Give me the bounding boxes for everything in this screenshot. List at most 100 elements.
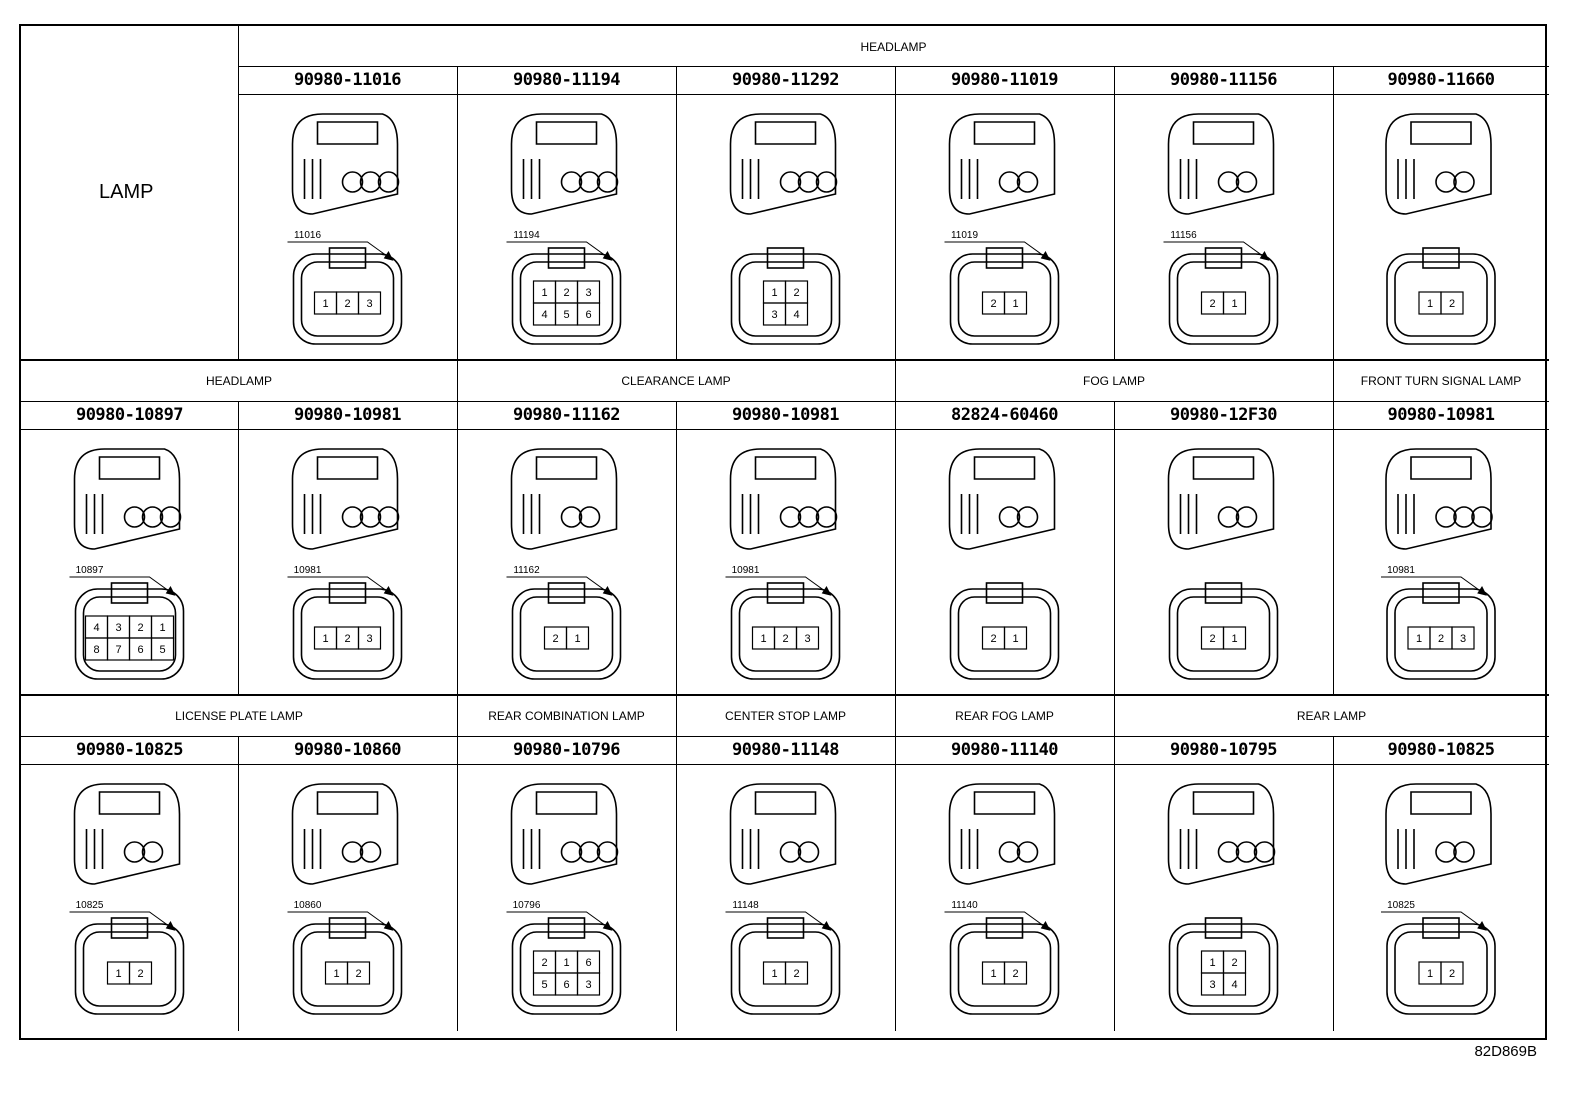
connector-code: 10897 — [76, 565, 104, 576]
pin-number: 2 — [1449, 298, 1455, 310]
pin-number: 2 — [793, 287, 799, 299]
face-outline — [292, 923, 403, 1015]
face-outline — [1386, 923, 1496, 1015]
section-label: HEADLAMP — [205, 374, 273, 388]
part-number-cell: 90980-11019 — [895, 66, 1114, 94]
connector-body — [1385, 113, 1492, 215]
part-number: 90980-12F30 — [1169, 405, 1278, 425]
connector-body — [510, 783, 619, 885]
connector-body — [291, 448, 400, 550]
latch — [98, 791, 161, 815]
section-label: CENTER STOP LAMP — [725, 709, 846, 723]
part-number: 90980-11019 — [950, 70, 1059, 90]
connector-code: 10981 — [732, 565, 760, 576]
grid-line — [1333, 66, 1334, 361]
cavity — [1453, 506, 1475, 528]
housing-outline — [1385, 113, 1492, 215]
section-label: FRONT TURN SIGNAL LAMP — [1360, 374, 1522, 388]
pin-number: 2 — [344, 633, 350, 645]
grid-line — [238, 66, 1549, 67]
housing-outline — [291, 448, 399, 550]
housing-outline — [1385, 783, 1492, 885]
face-inner — [300, 931, 395, 1007]
face-outline — [511, 253, 622, 345]
pin-number: 2 — [782, 633, 788, 645]
cavity — [779, 506, 802, 528]
part-number: 90980-10981 — [293, 405, 402, 425]
pin-number: 1 — [159, 622, 165, 634]
grid-line — [895, 696, 896, 736]
cavity — [1235, 171, 1258, 193]
face-outline — [511, 923, 622, 1015]
section-label: LICENSE PLATE LAMP — [175, 709, 303, 723]
face-latch — [766, 247, 805, 269]
part-number: 90980-10795 — [1169, 740, 1278, 760]
face-latch — [110, 917, 149, 939]
pin-number: 3 — [115, 622, 121, 634]
connector-code: 10981 — [294, 565, 322, 576]
part-number-cell: 90980-12F30 — [1114, 401, 1333, 429]
section-header: CLEARANCE LAMP — [457, 361, 895, 401]
face-latch — [1204, 582, 1243, 604]
part-number-cell: 90980-10981 — [238, 401, 457, 429]
pin-number: 6 — [563, 979, 569, 991]
latch — [1192, 791, 1255, 815]
grid-line — [238, 736, 239, 1031]
part-number: 90980-10981 — [731, 405, 840, 425]
cavity — [578, 171, 601, 193]
housing-outline — [291, 783, 399, 885]
grid-line — [238, 94, 1549, 95]
connector-body — [948, 113, 1056, 215]
pin-cavity — [1222, 291, 1247, 315]
face-latch — [985, 917, 1024, 939]
pin-number: 2 — [1209, 298, 1215, 310]
connector-code: 11140 — [951, 900, 978, 911]
face-outline — [730, 588, 841, 680]
housing-outline — [1167, 783, 1275, 885]
pin-number: 2 — [355, 968, 361, 980]
connector-body — [948, 448, 1056, 550]
grid-line — [457, 736, 458, 1031]
section-header: FOG LAMP — [895, 361, 1333, 401]
latch — [98, 456, 161, 480]
pin-number: 3 — [366, 633, 372, 645]
pin-number: 6 — [137, 644, 143, 656]
face-inner — [1176, 261, 1271, 337]
latch — [1192, 456, 1255, 480]
connector-body — [729, 113, 838, 215]
cavity — [1235, 841, 1258, 863]
latch — [1410, 456, 1472, 480]
connector-body — [291, 783, 399, 885]
pin-cavity — [346, 961, 371, 985]
pin-number: 2 — [990, 633, 996, 645]
grid-line — [457, 696, 458, 736]
face-latch — [328, 247, 367, 269]
pin-cavity — [576, 972, 601, 996]
part-number: 82824-60460 — [950, 405, 1059, 425]
housing-outline — [291, 113, 399, 215]
cavity — [578, 506, 601, 528]
pin-number: 3 — [585, 979, 591, 991]
corner-cell: LAMP — [21, 26, 238, 361]
cavity — [341, 506, 364, 528]
connector-code: 10825 — [76, 900, 104, 911]
part-number: 90980-11162 — [512, 405, 621, 425]
face-inner — [1176, 931, 1271, 1007]
pin-cavity — [1451, 626, 1475, 650]
section-header: REAR LAMP — [1114, 696, 1549, 736]
part-number-cell: 90980-10796 — [457, 736, 676, 764]
connector-code: 11148 — [732, 900, 759, 911]
